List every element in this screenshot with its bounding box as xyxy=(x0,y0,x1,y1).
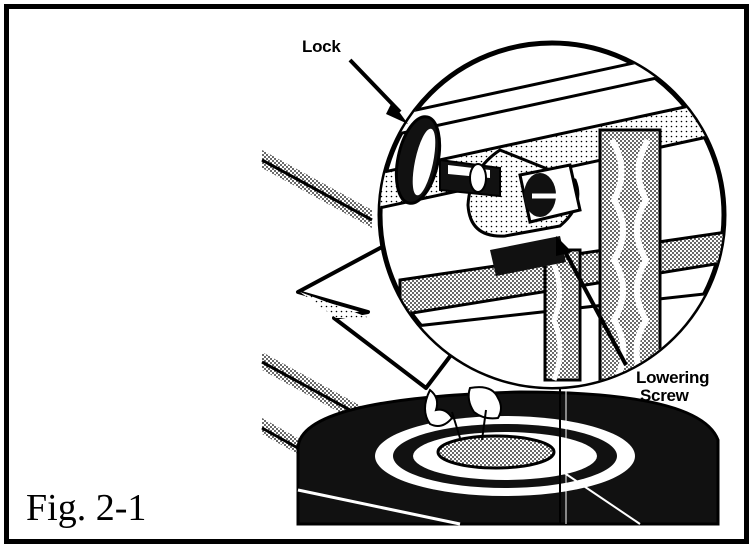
lowering-screw-arrow xyxy=(556,236,628,366)
figure-caption: Fig. 2-1 xyxy=(26,487,147,529)
magnified-view xyxy=(377,40,727,390)
screw-label: Screw xyxy=(640,386,689,405)
lock-arrow xyxy=(348,58,408,124)
lowering-label: Lowering xyxy=(636,368,710,387)
hands xyxy=(424,386,502,441)
lock-label: Lock xyxy=(302,37,341,56)
opener-body xyxy=(296,380,720,526)
